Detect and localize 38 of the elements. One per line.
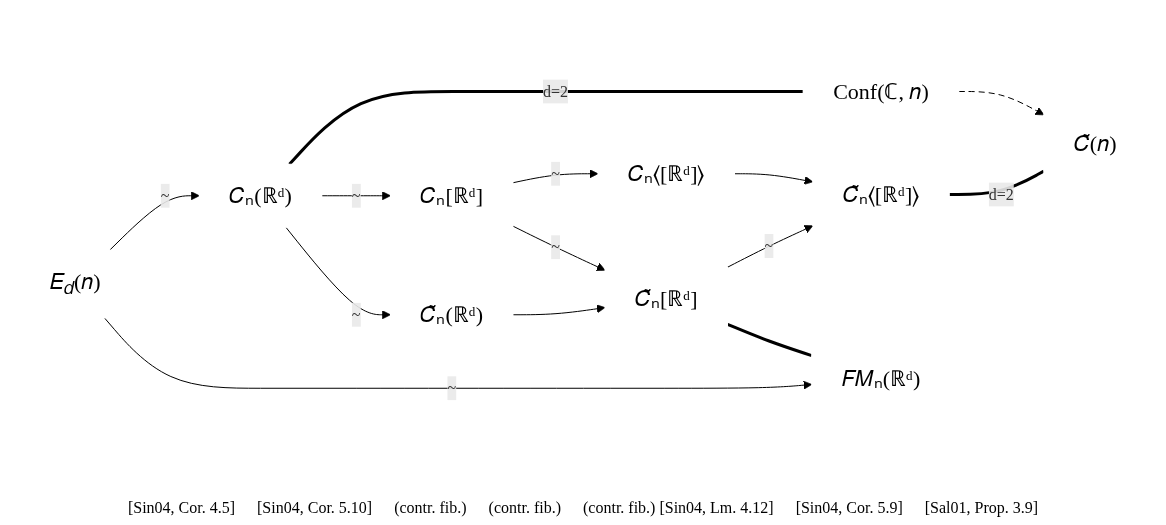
arrow: [321, 191, 391, 201]
node-text: 𝐶ₙ⟨[ℝᵈ]⟩: [627, 161, 705, 187]
citation-note: (contr. fib.): [488, 499, 561, 517]
arrow: [512, 304, 606, 316]
arrow: [958, 91, 1044, 116]
arrow: [103, 317, 812, 390]
citation-note: (contr. fib.): [394, 499, 467, 517]
connector: [288, 90, 803, 166]
citation-note: (contr. fib.) [Sin04, Lm. 4.12]: [583, 499, 774, 517]
arrow: [726, 225, 813, 268]
edge-label: ~: [351, 186, 361, 204]
edge-label: ~: [160, 186, 170, 204]
node-text: 𝐶̃ₙ[ℝᵈ]: [634, 286, 698, 312]
arrow: [109, 191, 200, 251]
edge-label: ~: [550, 164, 560, 182]
arrow: [733, 173, 813, 185]
edge-label: ~: [351, 305, 361, 323]
node-text: 𝐶̃ₙ(ℝᵈ): [420, 302, 483, 328]
node-text: Conf(ℂ, 𝑛): [832, 79, 929, 105]
node-text: 𝐶̃(𝑛): [1073, 130, 1117, 156]
citation-note: [Sin04, Cor. 4.5]: [127, 499, 236, 517]
connector: [726, 323, 812, 358]
node-text: 𝐹𝑀ₙ(ℝᵈ): [841, 365, 920, 391]
edge-label: ~: [447, 379, 456, 397]
arrow: [512, 169, 599, 184]
node-text: 𝐶ₙ(ℝᵈ): [229, 183, 292, 209]
edge-label: ~: [550, 238, 560, 256]
citation-note: [Sin04, Cor. 5.9]: [795, 499, 903, 517]
node-text: 𝐸$_{𝑑}$(𝑛): [49, 269, 101, 299]
citation-note: [Sal01, Prop. 3.9]: [924, 499, 1039, 517]
arrow: [512, 225, 606, 272]
arrow: [285, 226, 391, 320]
edge-label: d=2: [542, 82, 568, 100]
node-text: 𝐶ₙ[ℝᵈ]: [420, 183, 483, 209]
edge-label: d=2: [988, 185, 1014, 203]
node-text: 𝐶̃ₙ⟨[ℝᵈ]⟩: [842, 182, 919, 208]
edge-label: ~: [764, 237, 773, 255]
citation-note: [Sin04, Cor. 5.10]: [257, 499, 373, 517]
